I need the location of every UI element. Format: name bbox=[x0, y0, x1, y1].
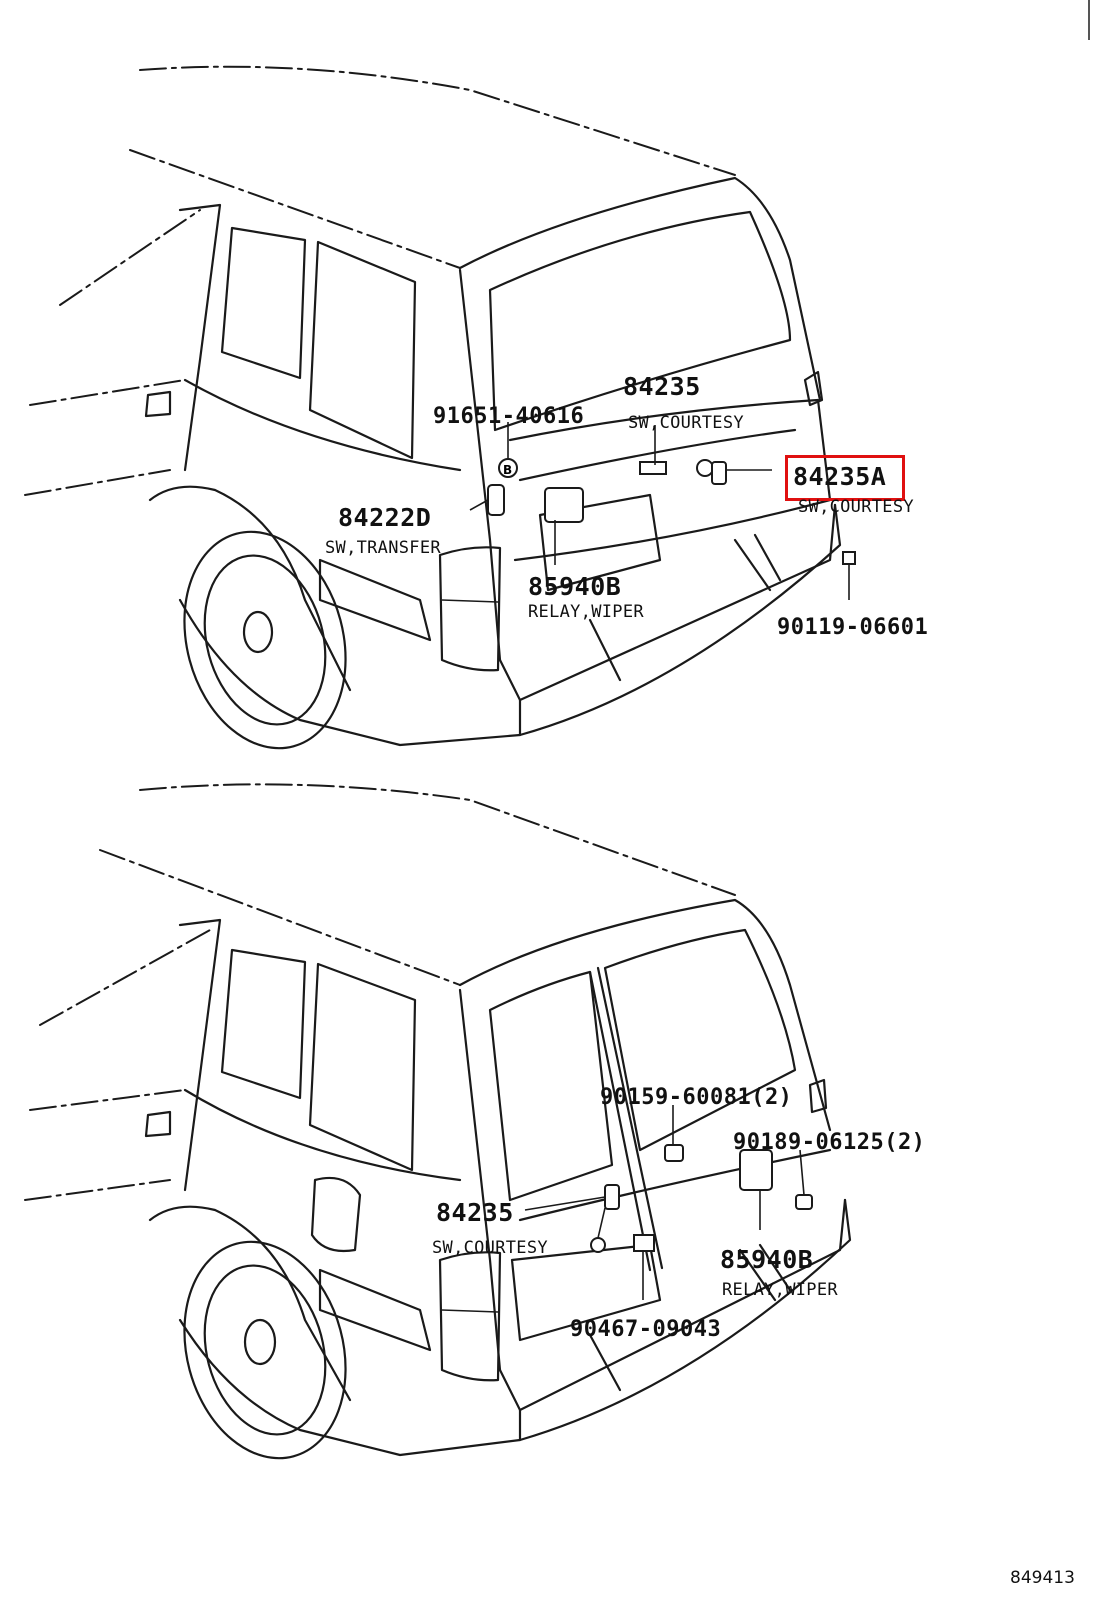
part-number-84222d[interactable]: 84222D bbox=[338, 503, 432, 532]
part-number-84235a[interactable]: 84235A bbox=[793, 462, 887, 491]
screw-icon bbox=[664, 1144, 684, 1162]
courtesy-switch-icon bbox=[604, 1184, 620, 1210]
bottom-vehicle-illustration bbox=[24, 783, 852, 1460]
transfer-switch-icon bbox=[487, 484, 505, 516]
part-number-90189-06125[interactable]: 90189-06125(2) bbox=[733, 1130, 926, 1155]
switch-connector-icon bbox=[696, 459, 714, 477]
part-number-84235[interactable]: 84235 bbox=[623, 372, 701, 401]
wiper-relay-icon bbox=[739, 1149, 773, 1191]
clip-icon bbox=[633, 1234, 655, 1252]
bottom-part-shapes bbox=[590, 1144, 813, 1253]
part-number-84235-bottom[interactable]: 84235 bbox=[436, 1198, 514, 1227]
highlight-box bbox=[785, 455, 905, 501]
bottom-leader-lines bbox=[524, 1105, 805, 1300]
part-desc-sw-transfer: SW,TRANSFER bbox=[325, 538, 441, 558]
bolt-icon bbox=[795, 1194, 813, 1210]
part-number-85940b-bottom[interactable]: 85940B bbox=[720, 1245, 814, 1274]
diagram-code: 849413 bbox=[1010, 1568, 1075, 1588]
top-vehicle-illustration bbox=[24, 65, 842, 750]
part-number-91651-40616[interactable]: 91651-40616 bbox=[433, 404, 585, 429]
part-number-90467-09043[interactable]: 90467-09043 bbox=[570, 1317, 722, 1342]
top-leader-lines bbox=[469, 422, 850, 600]
part-desc-sw-courtesy-bottom: SW,COURTESY bbox=[432, 1238, 548, 1258]
bolt-marker: B bbox=[503, 463, 512, 477]
part-desc-sw-courtesy-a: SW,COURTESY bbox=[798, 497, 914, 517]
part-desc-relay-wiper-bottom: RELAY,WIPER bbox=[722, 1280, 838, 1300]
frame-edge bbox=[1088, 0, 1090, 40]
courtesy-switch-a-icon bbox=[711, 461, 727, 485]
switch-connector-icon bbox=[590, 1237, 606, 1253]
bolt-icon bbox=[842, 551, 856, 565]
part-number-90119-06601[interactable]: 90119-06601 bbox=[777, 615, 929, 640]
part-number-90159-60081[interactable]: 90159-60081(2) bbox=[600, 1085, 793, 1110]
part-desc-relay-wiper: RELAY,WIPER bbox=[528, 602, 644, 622]
top-part-shapes: B bbox=[487, 458, 856, 565]
clip-icon bbox=[498, 458, 518, 478]
part-number-85940b[interactable]: 85940B bbox=[528, 572, 622, 601]
wiper-relay-icon bbox=[544, 487, 584, 523]
courtesy-switch-icon bbox=[639, 461, 667, 475]
part-desc-sw-courtesy: SW,COURTESY bbox=[628, 413, 744, 433]
